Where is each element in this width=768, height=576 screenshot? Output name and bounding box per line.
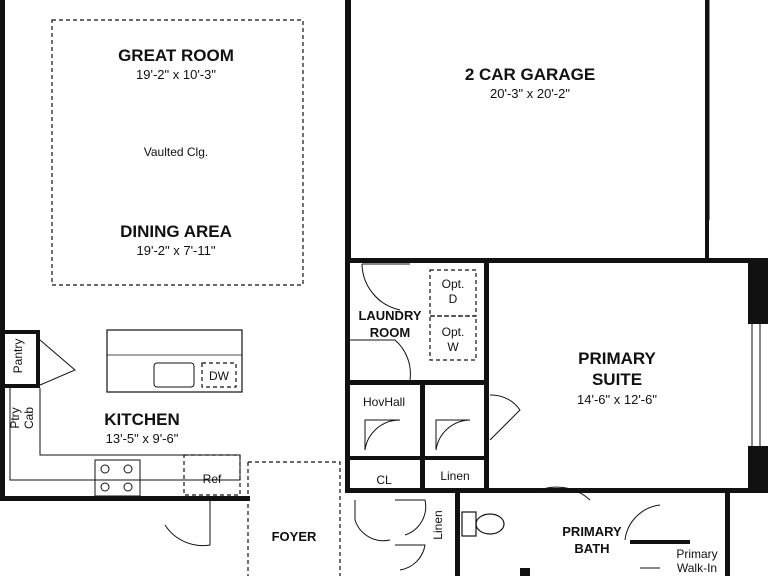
great-room-name: GREAT ROOM [118, 46, 234, 65]
sink [153, 362, 195, 388]
ptry-cab-line1: Ptry [8, 407, 22, 428]
pantry-label: Pantry [11, 339, 25, 374]
vaulted-ceiling-note: Vaulted Clg. [144, 145, 208, 159]
laundry-name-line1: LAUNDRY [358, 308, 421, 323]
primary-suite-line1: PRIMARY [578, 349, 656, 368]
ref-label: Ref [203, 472, 222, 486]
linen-label-2: Linen [431, 510, 445, 539]
garage-name: 2 CAR GARAGE [465, 65, 595, 84]
toilet [475, 513, 505, 535]
doors [39, 263, 661, 571]
primary-suite-dim: 14'-6" x 12'-6" [577, 392, 657, 407]
linen-label-1: Linen [440, 469, 469, 483]
ref-box [183, 454, 241, 496]
dining-area-name: DINING AREA [120, 222, 232, 241]
foyer-name: FOYER [272, 529, 317, 544]
dishwasher-box [201, 362, 237, 388]
primary-bath-line2: BATH [574, 541, 609, 556]
dw-label: DW [209, 369, 230, 383]
great-room-outline [51, 19, 304, 286]
opt-d-line1: Opt. [442, 277, 465, 291]
primary-walkin-line1: Primary [676, 547, 717, 561]
opt-w-line2: W [447, 340, 459, 354]
kitchen-island [106, 329, 243, 393]
dining-area-dim: 19'-2" x 7'-11" [137, 243, 216, 258]
kitchen-name: KITCHEN [104, 410, 180, 429]
garage-dim: 20'-3" x 20'-2" [490, 86, 570, 101]
opt-w-box [429, 315, 477, 361]
opt-w-line1: Opt. [442, 325, 465, 339]
kitchen-dim: 13'-5" x 9'-6" [106, 431, 179, 446]
cl-label: CL [376, 473, 392, 487]
great-room-dim: 19'-2" x 10'-3" [136, 67, 216, 82]
hovhall-label: HovHall [363, 395, 405, 409]
primary-suite-line2: SUITE [592, 370, 642, 389]
opt-d-line2: D [449, 292, 458, 306]
ptry-cab-line2: Cab [22, 407, 36, 429]
primary-walkin-line2: Walk-In [677, 561, 717, 575]
range [94, 459, 141, 497]
laundry-name-line2: ROOM [370, 325, 410, 340]
windows [1, 0, 761, 446]
primary-bath-line1: PRIMARY [562, 524, 622, 539]
